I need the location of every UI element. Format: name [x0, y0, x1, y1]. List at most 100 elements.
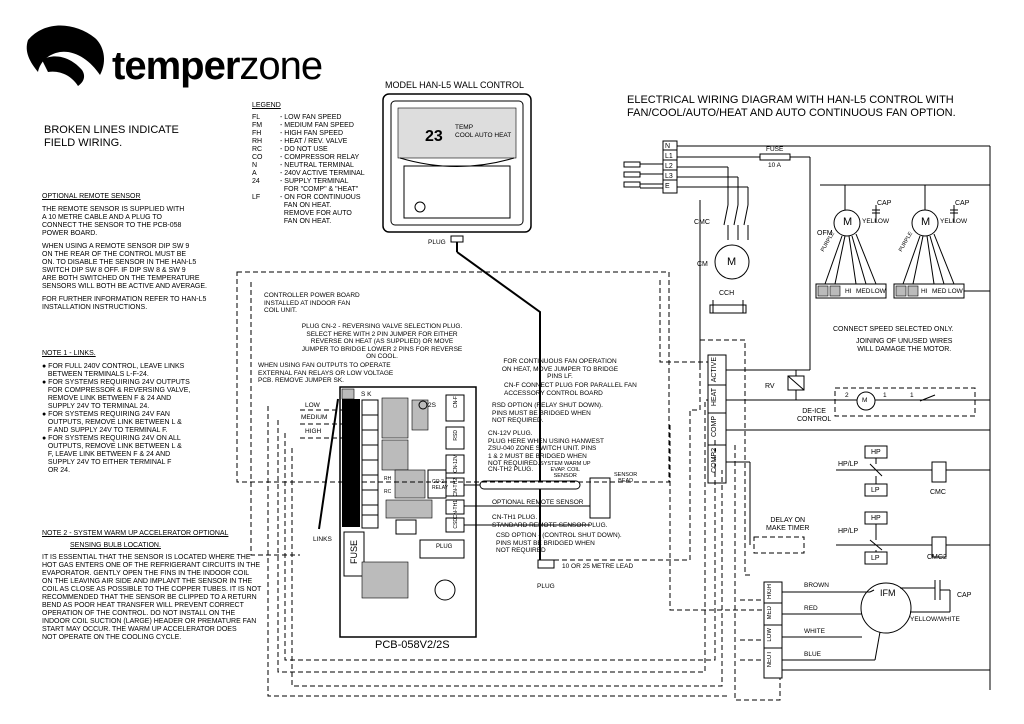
- term-heat: HEAT: [711, 388, 718, 407]
- legend-key: [252, 218, 280, 226]
- main-title: ELECTRICAL WIRING DIAGRAM WITH HAN-L5 CO…: [627, 94, 956, 119]
- cmc2-contactor-label: CMC2: [927, 554, 947, 561]
- indoor-fan-motor: [763, 580, 990, 679]
- ifm-speed-neut: NEUT: [767, 651, 773, 668]
- note-2-subtitle: SENSING BULB LOCATION.: [70, 542, 161, 549]
- note-2-title: NOTE 2 - SYSTEM WARM UP ACCELERATOR OPTI…: [42, 530, 229, 537]
- plug-cnth2-label: CN-TH2: [453, 478, 459, 497]
- term-comp2: COMP2: [711, 448, 718, 473]
- warmup-note-line: SYSTEM WARM UP: [540, 461, 591, 467]
- cmc-label: CMC: [694, 219, 710, 226]
- power-terminal-l2: L2: [665, 163, 673, 170]
- note-1-line: ● FOR FULL 240V CONTROL, LEAVE LINKS: [42, 363, 185, 370]
- legend-key: CO: [252, 154, 263, 161]
- legend-item: N- NEUTRAL TERMINAL: [252, 162, 365, 170]
- fan-relay-note-line: WHEN USING FAN OUTPUTS TO OPERATE: [258, 362, 391, 369]
- note-1-line: BETWEEN TERMINALS L-F-24.: [42, 371, 149, 378]
- cnth1-note-line: CN-TH1 PLUG.: [492, 514, 538, 521]
- legend-item: FM- MEDIUM FAN SPEED: [252, 122, 365, 130]
- legend-key: 24: [252, 178, 260, 185]
- legend-item: RC- DO NOT USE: [252, 146, 365, 154]
- ifm-speed-high: HIGH: [767, 584, 773, 599]
- field-medium-label: MEDIUM: [301, 414, 328, 421]
- links-label: LINKS: [313, 536, 332, 543]
- term-comp: COMP: [711, 416, 718, 437]
- cch-label: CCH: [719, 290, 735, 297]
- control-pcb: [339, 386, 477, 638]
- controller-note-line: CONTROLLER POWER BOARD: [264, 292, 360, 299]
- wall-control-display-value: 23: [425, 128, 443, 145]
- note-2-line: HOT GAS ENTERS ONE OF THE REFRIGERANT CI…: [42, 562, 261, 569]
- legend-key: N: [252, 162, 258, 169]
- note-1-line: SUPPLY 24V TO TERMINAL 24.: [42, 403, 150, 410]
- cn2-note-line: JUMPER TO BRIDGE LOWER 2 PINS FOR REVERS…: [301, 345, 463, 353]
- pcb-terminal-n: N: [342, 473, 350, 485]
- cmc-contactor-label: CMC: [930, 489, 946, 496]
- cn12-note-line: CN-12V PLUG.: [488, 430, 533, 437]
- legend-value: FAN ON HEAT.: [280, 218, 332, 225]
- fan-relay-note-line: PCB. REMOVE JUMPER SK.: [258, 377, 344, 384]
- cn2-note-line: REVERSE ON HEAT (AS SUPPLIED) OR MOVE: [310, 338, 454, 345]
- pcb-terminal-l: L: [342, 487, 349, 499]
- warmup-note-line: SENSOR: [553, 473, 577, 479]
- remote-sensor-p3-line: FOR FURTHER INFORMATION REFER TO HAN-L5: [42, 296, 207, 303]
- pcb-terminal-rv: RV: [342, 444, 356, 456]
- remote-sensor-p2-line: ON THE REAR OF THE CONTROL MUST BE: [42, 251, 187, 258]
- remote-sensor-p2-line: ARE BOTH SWITCHED ON THE TEMPERATURE: [42, 275, 200, 282]
- hplp1-label: HP/LP: [838, 461, 859, 468]
- hp1-label: HP: [871, 449, 881, 456]
- hplp2-label: HP/LP: [838, 528, 859, 535]
- note-2-line: RECOMMENDED THAT THE SENSOR BE CLIPPED T…: [42, 594, 257, 601]
- rc-label: RC: [384, 489, 392, 495]
- note-2-line: NOT OPERATE ON THE COOLING CYCLE.: [42, 634, 182, 641]
- plug-csd-label: CSD: [453, 518, 459, 529]
- pcb-terminal-fh: FH: [342, 430, 356, 442]
- cn12-note-line: ZSU-040 ZONE SWITCH UNIT. PINS: [488, 445, 597, 452]
- ofm1-speed-med: MED: [856, 288, 871, 295]
- legend-value: - 240V ACTIVE TERMINAL: [280, 170, 365, 177]
- legend-item: 24- SUPPLY TERMINAL: [252, 178, 365, 186]
- connect-speed-note: CONNECT SPEED SELECTED ONLY.: [833, 326, 954, 333]
- legend-value: FOR "COMP" & "HEAT": [280, 186, 359, 193]
- pcb-terminal-co: CO: [342, 459, 357, 471]
- plug-cnth1-label: CN-TH1: [453, 500, 459, 519]
- fuse-top-label: FUSE: [766, 146, 784, 153]
- optional-remote-sensor-label: OPTIONAL REMOTE SENSOR: [492, 499, 584, 506]
- note-1-line: OR 24.: [42, 467, 71, 474]
- field-wiring: [236, 271, 781, 701]
- legend-value: - COMPRESSOR RELAY: [280, 154, 360, 161]
- note-2-line: IT IS ESSENTIAL THAT THE SENSOR IS LOCAT…: [42, 554, 251, 561]
- warmup-note-line: EVAP. COIL: [550, 467, 580, 473]
- legend-item: A- 240V ACTIVE TERMINAL: [252, 170, 365, 178]
- sensor-wiring: [464, 477, 611, 569]
- cap1-label: CAP: [877, 200, 892, 207]
- remote-sensor-title: OPTIONAL REMOTE SENSOR: [42, 193, 141, 200]
- power-terminal-n: N: [665, 143, 671, 150]
- cnth1-note: CN-TH1 PLUG.STANDARD REMOTE SENSOR PLUG.: [492, 514, 607, 529]
- rv-label: RV: [765, 383, 775, 390]
- note-1-line: F, LEAVE LINK BETWEEN F & 24 AND: [42, 451, 171, 458]
- ifm-wire-white: WHITE: [804, 628, 825, 635]
- outdoor-fan-motors: [815, 146, 991, 690]
- note-1-links: NOTE 1 - LINKS. ● FOR FULL 240V CONTROL,…: [42, 350, 242, 475]
- power-terminal-l3: L3: [665, 173, 673, 180]
- cnth1-note-line: STANDARD REMOTE SENSOR PLUG.: [492, 521, 608, 529]
- deice-term-2: 2: [845, 392, 849, 399]
- legend-value: - LOW FAN SPEED: [280, 114, 342, 121]
- legend-key: RH: [252, 138, 263, 145]
- lp2-label: LP: [871, 555, 880, 562]
- cn12-note-line: 1 & 2 MUST BE BRIDGED WHEN: [488, 452, 587, 460]
- ofm2-speed-hi: HI: [921, 288, 928, 295]
- legend-item: FAN ON HEAT.: [252, 218, 365, 226]
- cn2-note-line: SELECT HERE WITH 2 PIN JUMPER FOR EITHER: [306, 330, 458, 338]
- note-2-line: ON THE LEAVING AIR SIDE AND IMPLANT THE …: [42, 578, 253, 585]
- legend-item: CO - COMPRESSOR RELAY: [252, 154, 365, 162]
- ofm1-speed-hi: HI: [845, 288, 852, 295]
